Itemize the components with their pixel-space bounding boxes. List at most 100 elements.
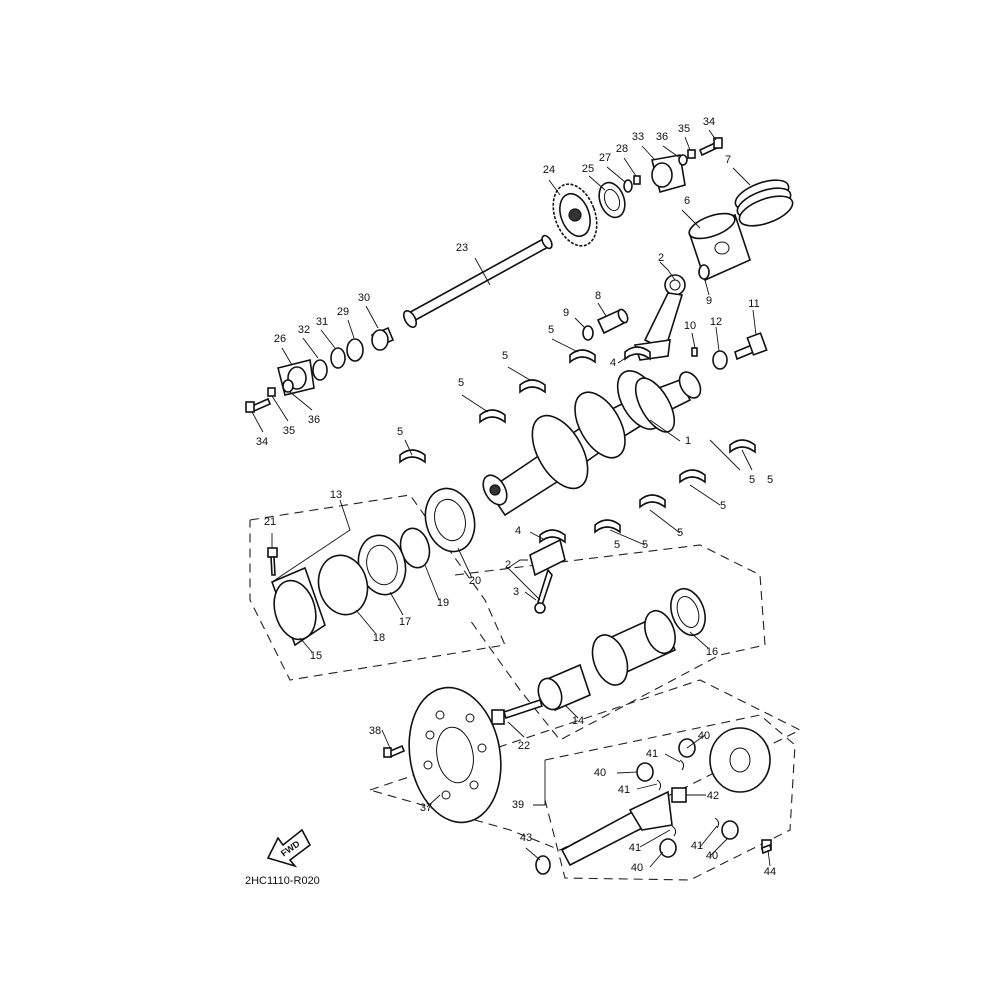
callout-14: 14 (572, 715, 584, 727)
balancer-gear[interactable] (545, 178, 604, 252)
callout-35-top: 35 (678, 123, 690, 135)
piston-pin[interactable] (596, 308, 630, 335)
callout-40-b: 40 (594, 767, 606, 779)
callout-40-a: 40 (698, 730, 710, 742)
group-outline-39 (544, 714, 796, 881)
callout-8: 8 (595, 290, 601, 302)
bearing-17[interactable] (352, 530, 412, 600)
callout-32: 32 (298, 324, 310, 336)
bolt-21[interactable] (267, 547, 278, 576)
circlip-41c[interactable] (714, 817, 720, 829)
callout-5-c: 5 (502, 350, 508, 362)
callout-1: 1 (685, 435, 691, 447)
callout-21: 21 (264, 516, 276, 528)
washer-36b[interactable] (282, 379, 294, 393)
yoke-flange[interactable] (709, 727, 771, 793)
piston[interactable] (686, 208, 751, 282)
callout-41-b: 41 (618, 784, 630, 796)
pin-28[interactable] (633, 175, 641, 185)
bearing-25[interactable] (595, 179, 630, 221)
o-ring-43[interactable] (535, 855, 551, 875)
callout-19: 19 (437, 597, 449, 609)
callout-30: 30 (358, 292, 370, 304)
circlip-41a[interactable] (679, 759, 685, 771)
washer-36a[interactable] (678, 154, 688, 166)
callout-3: 3 (513, 586, 519, 598)
bearing-cup-40c[interactable] (721, 820, 739, 840)
oil-seal-16[interactable] (665, 584, 711, 640)
callout-20: 20 (469, 575, 481, 587)
callout-5-a: 5 (397, 426, 403, 438)
callout-5-e: 5 (767, 474, 773, 486)
circlip-9a[interactable] (582, 325, 594, 341)
collar-30[interactable] (370, 326, 395, 351)
callout-24: 24 (543, 164, 555, 176)
bolt-22[interactable] (491, 698, 544, 725)
callout-9-b: 9 (706, 295, 712, 307)
group-outline-13 (249, 494, 506, 681)
drive-shaft-coupler[interactable] (586, 607, 681, 690)
bearing-cup-40d[interactable] (659, 838, 677, 858)
callout-40-d: 40 (631, 862, 643, 874)
fwd-arrow-icon: FWD (266, 828, 312, 868)
collar-14[interactable] (534, 663, 591, 713)
bearing-housing-33[interactable] (651, 154, 686, 193)
circlip-9b[interactable] (698, 264, 710, 280)
callout-37: 37 (420, 802, 432, 814)
o-ring-18[interactable] (312, 550, 374, 620)
callout-25: 25 (582, 163, 594, 175)
callout-18: 18 (373, 632, 385, 644)
callout-29: 29 (337, 306, 349, 318)
lock-35b[interactable] (267, 387, 276, 397)
bolt-34b[interactable] (245, 397, 272, 413)
callout-41-c: 41 (629, 842, 641, 854)
callout-36-top: 36 (656, 131, 668, 143)
callout-39: 39 (512, 799, 524, 811)
piston-rings[interactable] (732, 174, 797, 232)
callout-16: 16 (706, 646, 718, 658)
bearing-29[interactable] (346, 338, 364, 362)
bolt-11[interactable] (734, 332, 768, 361)
washer-12[interactable] (712, 350, 728, 370)
circlip-32[interactable] (312, 359, 328, 381)
connecting-rod-upper[interactable] (633, 274, 686, 361)
callout-36-left: 36 (308, 414, 320, 426)
bearing-shells[interactable] (399, 346, 756, 544)
bolt-44[interactable] (761, 839, 772, 855)
bearing-cup-40b[interactable] (636, 762, 654, 782)
spider-42[interactable] (671, 787, 687, 803)
oil-seal-20[interactable] (419, 483, 482, 557)
callout-labels: 1 2 2 3 4 4 5 5 5 5 5 5 5 5 5 5 6 7 8 9 … (256, 116, 776, 878)
callout-4-upper: 4 (610, 357, 616, 369)
callout-44: 44 (764, 866, 776, 878)
callout-34-top: 34 (703, 116, 715, 128)
callout-13: 13 (330, 489, 342, 501)
callout-5-d: 5 (548, 324, 554, 336)
circlip-41b[interactable] (656, 779, 662, 791)
diagram-code: 2HC1110-R020 (245, 875, 320, 887)
connecting-rod-lower[interactable] (529, 538, 566, 614)
callout-35-left: 35 (283, 425, 295, 437)
balancer-shaft[interactable] (401, 234, 554, 329)
bolt-34a[interactable] (698, 137, 723, 157)
flywheel-37[interactable] (399, 680, 511, 830)
crankshaft[interactable] (478, 363, 704, 517)
washer-27[interactable] (623, 179, 633, 193)
yoke-shaft[interactable] (560, 790, 673, 867)
callout-2-lower: 2 (505, 559, 511, 571)
key-10[interactable] (691, 347, 698, 357)
callout-42: 42 (707, 790, 719, 802)
washer-31[interactable] (330, 347, 346, 369)
bolt-38[interactable] (383, 744, 406, 759)
housing-15[interactable] (268, 566, 326, 647)
lock-35a[interactable] (687, 149, 696, 159)
callout-5-g: 5 (677, 527, 683, 539)
callout-5-i: 5 (614, 539, 620, 551)
circlip-41d[interactable] (671, 825, 677, 837)
callout-41-d: 41 (691, 840, 703, 852)
callout-2-upper: 2 (658, 252, 664, 264)
callout-4-lower: 4 (515, 525, 521, 537)
callout-6: 6 (684, 195, 690, 207)
callout-17: 17 (399, 616, 411, 628)
